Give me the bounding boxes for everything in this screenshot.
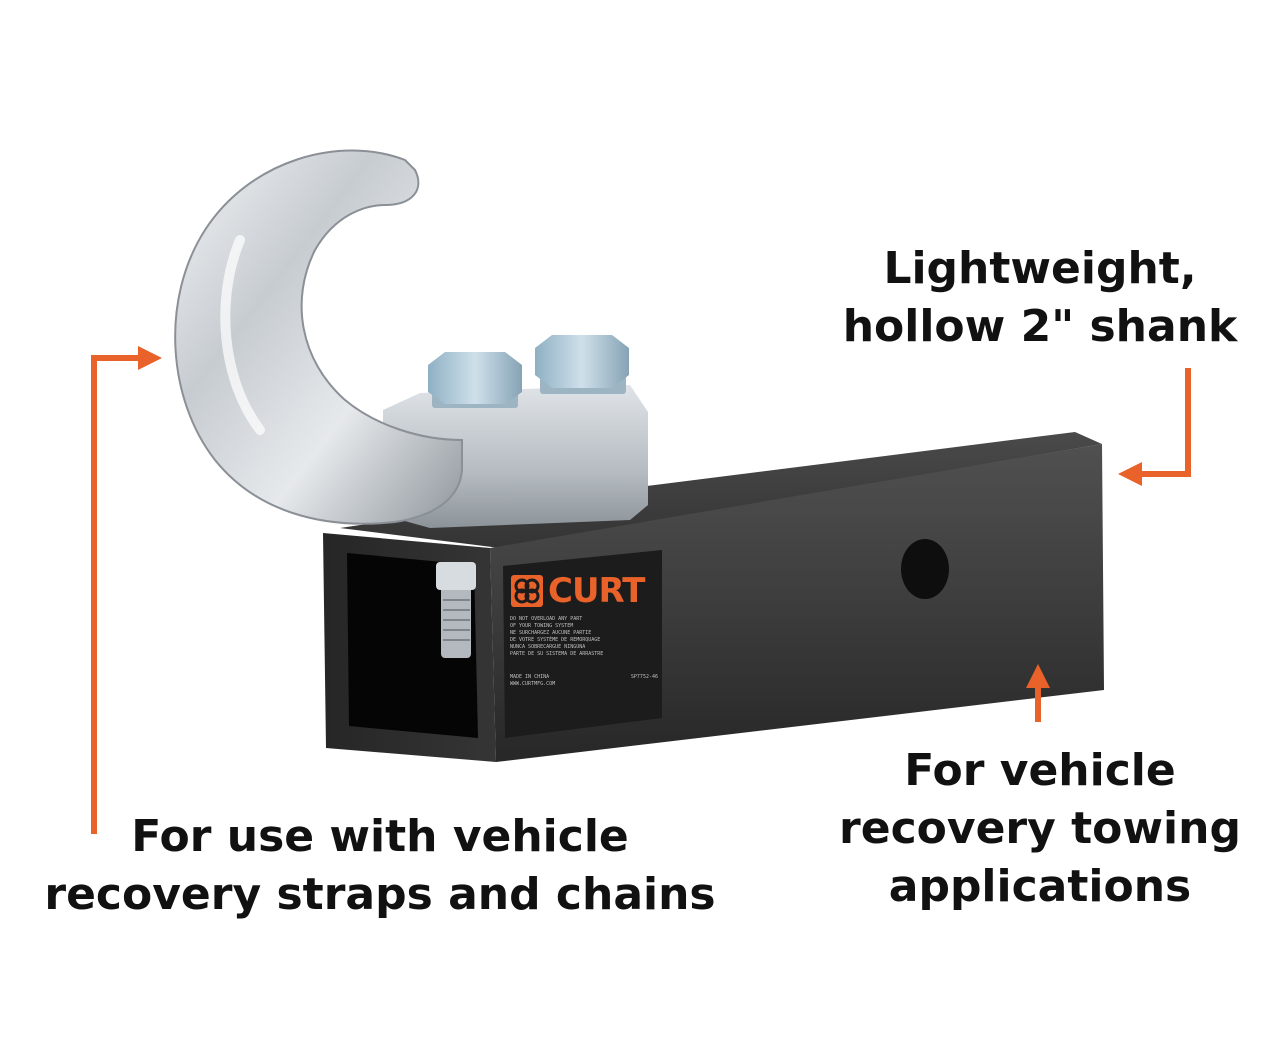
- label-url: WWW.CURTMFG.COM: [510, 681, 556, 687]
- callout-recovery-straps: For use with vehicle recovery straps and…: [44, 811, 716, 920]
- brand-name: CURT: [548, 571, 645, 611]
- label-content: CURT DO NOT OVERLOAD ANY PART OF YOUR TO…: [510, 566, 658, 726]
- tow-hook: [174, 149, 463, 525]
- arrow-towing-head: [1026, 664, 1050, 688]
- label-warning: DO NOT OVERLOAD ANY PART OF YOUR TOWING …: [510, 616, 604, 657]
- curt-logo: CURT: [510, 574, 658, 608]
- hitch-pin-hole: [901, 539, 949, 599]
- label-footer: MADE IN CHINA SP7752-46: [510, 674, 658, 680]
- callout-lightweight-shank: Lightweight, hollow 2" shank: [842, 243, 1238, 352]
- bolt-left: [428, 352, 522, 408]
- arrow-shank-head: [1118, 462, 1142, 486]
- arrow-straps-icon: [91, 355, 140, 834]
- callout-recovery-towing: For vehicle recovery towing applications: [839, 745, 1241, 912]
- curt-gear-logo-icon: [511, 575, 543, 607]
- arrow-shank-icon: [1138, 368, 1191, 477]
- bolt-right: [535, 335, 629, 394]
- arrow-straps-head: [138, 346, 162, 370]
